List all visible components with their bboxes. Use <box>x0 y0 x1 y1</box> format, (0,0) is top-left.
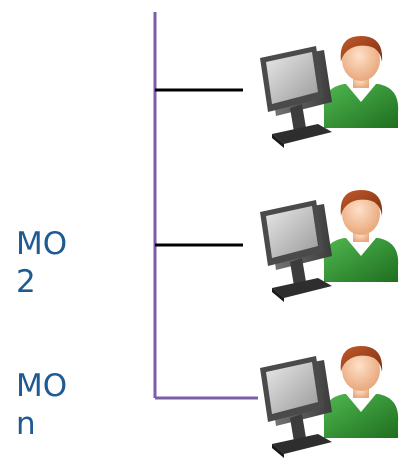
user-computer-icon <box>260 346 399 458</box>
user-computer-icon <box>260 190 399 302</box>
label-mo-2: MO 2 <box>16 226 68 300</box>
label-mo-n: MO n <box>16 368 68 442</box>
user-computer-icon <box>260 36 399 148</box>
